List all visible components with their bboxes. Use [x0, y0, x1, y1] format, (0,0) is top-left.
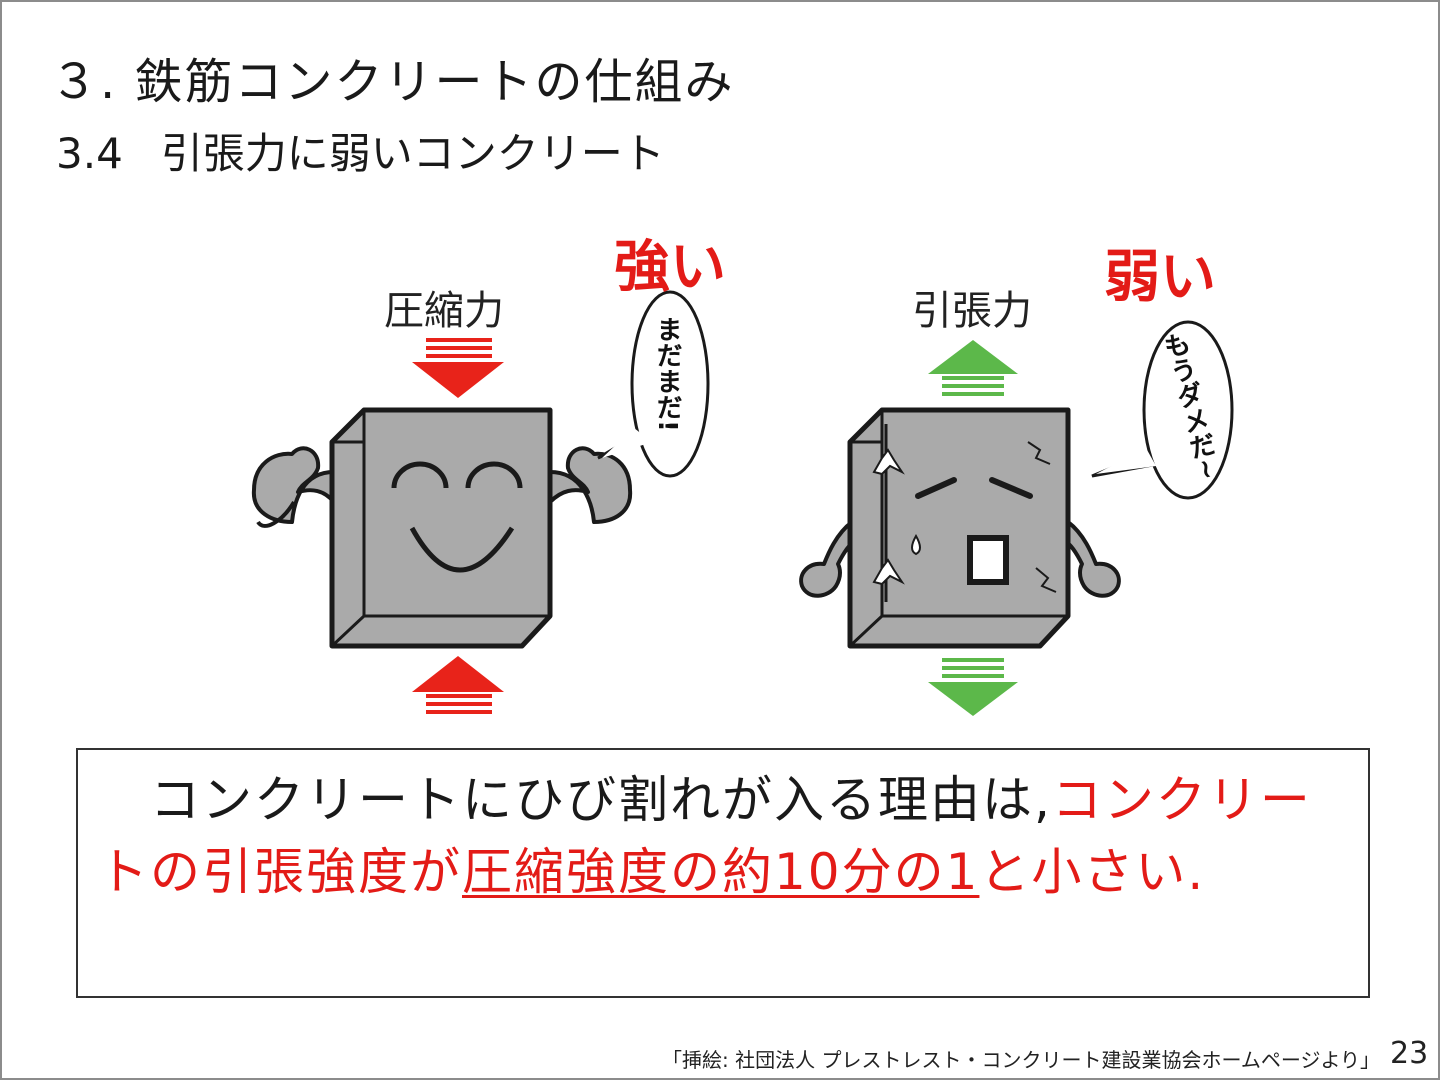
speech-bubble-left-icon — [597, 290, 710, 478]
flexing-arm-right-icon — [548, 446, 633, 524]
speech-bubble-right-icon — [1091, 320, 1234, 500]
section-number: 3.4 — [56, 129, 123, 178]
section-heading: 引張力に弱いコンクリート — [160, 129, 665, 178]
compression-arrow-top-icon — [412, 338, 504, 398]
drooping-arm-left-icon — [799, 520, 856, 598]
explanation-box: コンクリートにひび割れが入る理由は,コンクリートの引張強度が圧縮強度の約10分の… — [76, 748, 1370, 998]
compression-label: 圧縮力 — [384, 288, 504, 334]
happy-concrete-block-icon — [329, 407, 553, 649]
tension-arrow-bottom-icon — [928, 658, 1018, 716]
weak-label: 弱い — [1104, 245, 1216, 310]
speech-text-left: まだまだ! — [652, 316, 682, 432]
strong-label: 強い — [614, 235, 726, 300]
explanation-part-2: コンクリートの引張強度が — [98, 771, 1312, 901]
drooping-arm-right-icon — [1064, 520, 1121, 598]
tension-arrow-top-icon — [928, 340, 1018, 396]
slide-subtitle: 3.4 引張力に弱いコンクリート — [56, 120, 665, 181]
flexing-arm-left-icon — [251, 446, 336, 528]
compression-arrow-bottom-icon — [412, 656, 504, 714]
page-number: 23 — [1390, 1036, 1429, 1071]
tension-label: 引張力 — [912, 288, 1032, 334]
explanation-part-4: と小さい. — [979, 843, 1206, 901]
image-credit: 「挿絵: 社団法人 プレストレスト・コンクリート建設業協会ホームページより」 — [662, 1048, 1381, 1072]
explanation-part-1: コンクリートにひび割れが入る理由は, — [98, 771, 1052, 829]
cracked-concrete-block-icon — [847, 407, 1071, 649]
explanation-part-3: 圧縮強度の約10分の1 — [462, 843, 980, 901]
explanation-text: コンクリートにひび割れが入る理由は,コンクリートの引張強度が圧縮強度の約10分の… — [98, 764, 1348, 908]
slide-title: ３. 鉄筋コンクリートの仕組み — [50, 54, 735, 110]
